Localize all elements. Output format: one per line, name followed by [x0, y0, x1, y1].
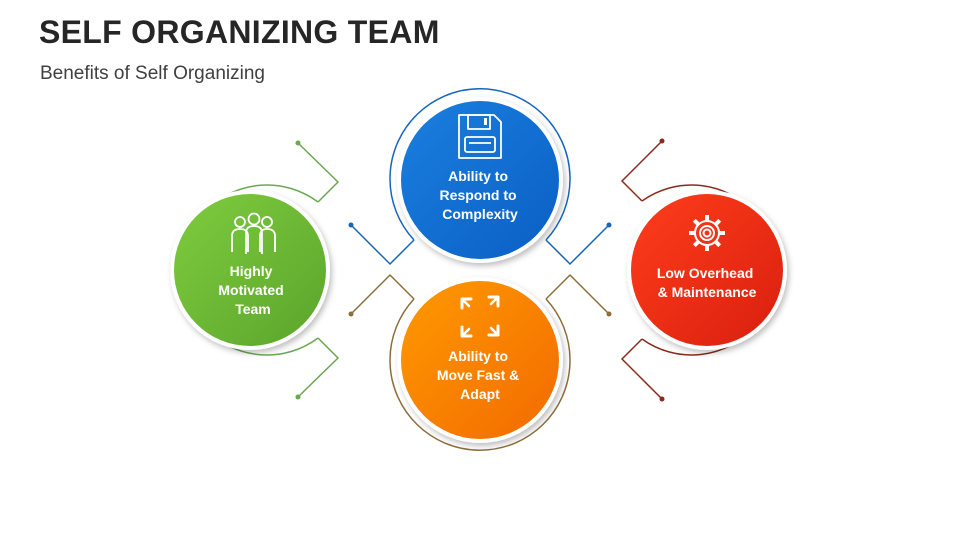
svg-text:Highly Motivated T: Highly Motivated Team	[218, 263, 287, 317]
benefit-node-low-overhead: Low Overhead & Maintenance	[620, 138, 787, 402]
move-fast-label-line-3: Adapt	[460, 386, 500, 402]
red-connector-top-dot	[659, 138, 665, 144]
move-fast-label-line-1: Ability to	[448, 348, 508, 364]
blue-circle-fill	[401, 101, 559, 259]
orange-outer-ring	[389, 298, 571, 451]
green-connector-top-dot	[295, 140, 301, 146]
refresh-cycle-icon	[460, 295, 500, 338]
green-connector-bottom-dot	[295, 394, 301, 400]
red-connector-bottom	[620, 338, 663, 400]
blue-connector-left	[350, 224, 415, 266]
green-connector-bottom	[297, 337, 340, 398]
green-circle-fill	[174, 194, 326, 346]
gear-icon	[689, 215, 725, 251]
svg-text:Ability to Move Fast &: Ability to Move Fast & Adapt	[437, 348, 523, 402]
orange-connector-right	[545, 273, 610, 315]
floppy-disk-icon	[458, 114, 502, 159]
move-fast-label-line-2: Move Fast &	[437, 367, 519, 383]
blue-connector-left-dot	[348, 222, 354, 228]
green-connector-top	[297, 142, 340, 203]
svg-text:Low Overhead & Maintenan: Low Overhead & Maintenance	[657, 265, 757, 300]
slide-title: SELF ORGANIZING TEAM	[39, 14, 440, 50]
respond-label-line-3: Complexity	[442, 206, 518, 222]
red-connector-top	[620, 140, 663, 202]
benefit-node-move-fast: Ability to Move Fast & Adapt	[348, 273, 612, 451]
blue-outer-ring	[389, 88, 571, 241]
respond-label-line-2: Respond to	[440, 187, 517, 203]
team-people-icon	[231, 212, 276, 254]
orange-circle-fill	[401, 281, 559, 439]
svg-text:Ability to Respond to: Ability to Respond to Complexity	[440, 168, 521, 222]
blue-connector-right-dot	[606, 222, 612, 228]
orange-connector-left	[350, 273, 415, 315]
motivated-label-line-1: Highly	[230, 263, 273, 279]
benefit-node-respond-complexity: Ability to Respond to Complexity	[348, 88, 612, 266]
overhead-label-line-1: Low Overhead	[657, 265, 753, 281]
motivated-label-line-3: Team	[235, 301, 271, 317]
orange-connector-left-dot	[348, 311, 354, 317]
blue-connector-right	[545, 224, 610, 266]
benefit-node-motivated-team: Highly Motivated Team	[170, 140, 340, 400]
red-circle-fill	[631, 194, 783, 346]
respond-label-line-1: Ability to	[448, 168, 508, 184]
overhead-label-line-2: & Maintenance	[658, 284, 757, 300]
motivated-label-line-2: Motivated	[218, 282, 283, 298]
slide-subtitle: Benefits of Self Organizing	[40, 63, 265, 84]
orange-connector-right-dot	[606, 311, 612, 317]
red-connector-bottom-dot	[659, 396, 665, 402]
